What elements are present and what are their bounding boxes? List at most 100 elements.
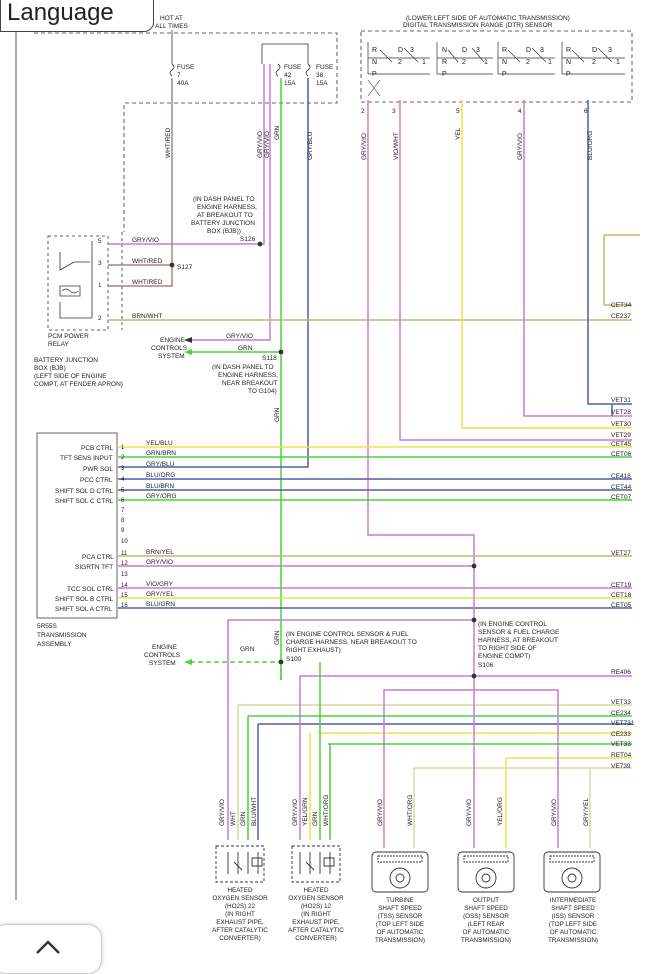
s126-note: S126 xyxy=(240,236,256,243)
fuse-symbols xyxy=(169,30,311,77)
wire-label-v: BLU/ORG xyxy=(587,131,594,160)
wire-label-v: VIO/WHT xyxy=(393,132,400,160)
wire-iss-a xyxy=(474,689,559,848)
trans-wire-label: GRY/BLU xyxy=(146,461,175,468)
sensor-wire-label: YEL/ORG xyxy=(497,797,504,826)
sensor-wire-label: BLU/WHT xyxy=(251,797,258,826)
bjb-note: COMPT, AT FENDER APRON) xyxy=(34,381,123,388)
trans-assembly: 5R55S xyxy=(37,623,58,630)
svg-text:3: 3 xyxy=(608,47,612,54)
wire-label-v: YEL xyxy=(455,127,462,140)
s118-note: S118 xyxy=(262,355,277,362)
trans-pin: 10 xyxy=(121,539,128,545)
sensor-oss xyxy=(457,851,515,893)
ref-label: RET04 xyxy=(611,752,632,759)
collapse-button[interactable] xyxy=(0,924,102,974)
ho2s22-caption: HEATED xyxy=(227,887,253,894)
arrowheads xyxy=(184,337,192,665)
svg-text:2: 2 xyxy=(398,59,402,66)
bjb-note: (LEFT SIDE OF ENGINE xyxy=(34,373,107,380)
fuse7-c: 40A xyxy=(177,80,189,87)
oss-caption: (LEFT REAR xyxy=(468,921,505,928)
hot-label-2: ALL TIMES xyxy=(155,23,189,30)
sensor-wire-label: GRY/VIO xyxy=(551,799,558,826)
ecs-label: SYSTEM xyxy=(158,353,185,360)
trans-pin: 8 xyxy=(121,518,125,524)
ref-label: VET31 xyxy=(611,397,631,404)
svg-text:D: D xyxy=(398,47,403,54)
ref-label: CET07 xyxy=(611,494,632,501)
trans-signal: SIGRTN TFT xyxy=(75,564,113,571)
ref-label: CET18 xyxy=(611,592,632,599)
sensor-wire-label: WHT xyxy=(230,811,237,826)
fuse38-c: 15A xyxy=(316,80,328,87)
ho2s12-caption: (HO2S) 12 xyxy=(301,903,332,910)
iss-caption: INTERMEDIATE xyxy=(550,897,596,904)
wire-group xyxy=(108,64,640,848)
ho2s22-caption: CONVERTER) xyxy=(219,935,261,942)
s106-note: HARNESS, AT BREAKOUT xyxy=(478,637,558,644)
s100-note: CHARGE HARNESS, NEAR BREAKOUT TO xyxy=(286,639,417,646)
svg-text:1: 1 xyxy=(548,59,552,66)
svg-text:D: D xyxy=(592,47,597,54)
trans-assembly: TRANSMISSION xyxy=(37,632,87,639)
svg-text:3: 3 xyxy=(540,47,544,54)
grn-label-v: GRN xyxy=(274,407,281,422)
grn-label-v: GRN xyxy=(274,630,281,645)
ho2s22-caption: EXHAUST PIPE, xyxy=(216,919,264,926)
sensor-wire-label: GRN xyxy=(312,811,319,826)
trans-wire-label: GRY/ORG xyxy=(146,493,177,500)
trans-pin: 11 xyxy=(121,551,128,557)
svg-text:2: 2 xyxy=(592,59,596,66)
svg-text:P: P xyxy=(372,71,377,78)
ref-label: CE233 xyxy=(611,731,631,738)
ref-label: VET30 xyxy=(611,421,631,428)
trans-pin: 16 xyxy=(121,603,128,609)
relay-internals xyxy=(59,241,93,319)
sensor-wire-label: WHT/ORG xyxy=(323,795,330,826)
relay-pin: 3 xyxy=(98,260,102,267)
fuse42-b: 42 xyxy=(284,72,292,79)
pcm-relay-label: PCM POWER xyxy=(48,333,89,340)
ho2s12-caption: EXHAUST PIPE, xyxy=(292,919,340,926)
trans-signal: SHIFT SOL A CTRL xyxy=(55,606,113,613)
trans-pin-numbers: 1 2 3 4 5 6 7 8 9 10 11 12 13 14 15 16 xyxy=(121,445,128,609)
svg-text:3: 3 xyxy=(410,47,414,54)
hot-label-1: HOT AT xyxy=(160,15,183,22)
relay-pin: 1 xyxy=(98,282,102,289)
ref-label: CE418 xyxy=(611,473,631,480)
iss-caption: (ISS) SENSOR xyxy=(552,913,595,920)
dtr-header-2: DIGITAL TRANSMISSION RANGE (DTR) SENSOR xyxy=(403,22,553,29)
ho2s22-caption: (HO2S) 22 xyxy=(225,903,256,910)
trans-signal: TCC SOL CTRL xyxy=(67,586,114,593)
ho2s22-caption: OXYGEN SENSOR xyxy=(212,895,268,902)
wire-tss-a xyxy=(383,689,474,848)
fuse42-a: FUSE xyxy=(284,64,302,71)
ref-label: VET33 xyxy=(611,699,631,706)
svg-text:P: P xyxy=(502,71,507,78)
svg-text:N: N xyxy=(502,59,507,66)
text-labels: HOT AT ALL TIMES FUSE 7 40A FUSE 42 15A … xyxy=(34,15,635,944)
sensor-wire-label: WHT/ORG xyxy=(407,795,414,826)
ref-label: RE406 xyxy=(611,669,631,676)
tss-caption: (TOP LEFT SIDE xyxy=(376,921,424,928)
sensor-captions: HEATED OXYGEN SENSOR (HO2S) 22 (IN RIGHT… xyxy=(212,887,598,944)
s100-note: S100 xyxy=(286,656,302,663)
relay-pin: 5 xyxy=(98,238,102,245)
oss-caption: TRANSMISSION) xyxy=(461,937,511,944)
language-button[interactable]: Language xyxy=(0,0,154,32)
fuse38-a: FUSE xyxy=(316,64,334,71)
ref-label: VET29 xyxy=(611,432,631,439)
svg-text:D: D xyxy=(462,47,467,54)
dtr-pin: 4 xyxy=(518,108,522,115)
ref-label: CET44 xyxy=(611,484,632,491)
trans-wire-label: VIO/GRY xyxy=(146,581,174,588)
svg-text:D: D xyxy=(526,47,531,54)
tss-caption: TURBINE xyxy=(386,897,414,904)
ref-label: CET34 xyxy=(611,302,632,309)
wire-wht-red xyxy=(108,78,173,287)
ref-label: VE739 xyxy=(611,763,631,770)
trans-pin: 1 xyxy=(121,445,125,451)
dtr-header-1: (LOWER LEFT SIDE OF AUTOMATIC TRANSMISSI… xyxy=(406,15,570,22)
wire-label-v: GRY/VIO xyxy=(517,133,524,160)
